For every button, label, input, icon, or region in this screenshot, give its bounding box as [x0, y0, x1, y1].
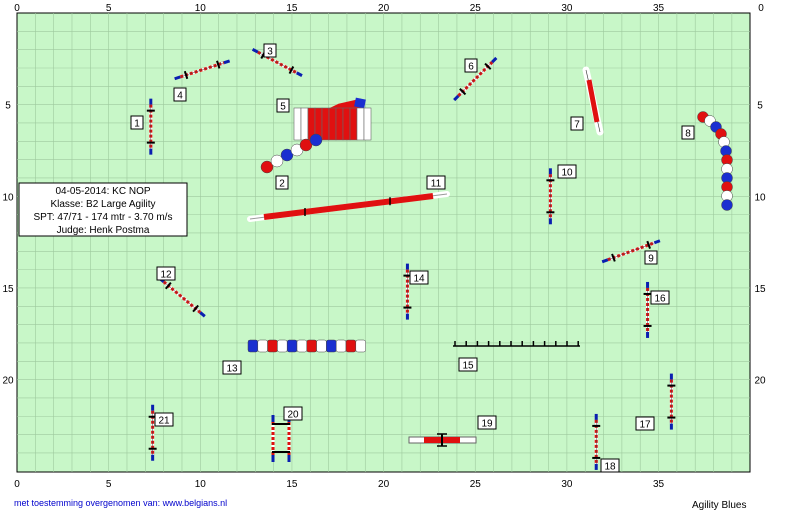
obstacle-label-13: 13 — [222, 360, 242, 375]
svg-text:17: 17 — [639, 420, 651, 431]
svg-text:1: 1 — [134, 119, 140, 130]
ruler-top-label: 10 — [195, 3, 207, 14]
obstacle-20-double-jump[interactable] — [271, 415, 291, 462]
obstacle-label-4: 4 — [173, 87, 187, 102]
ruler-right-label: 10 — [754, 192, 766, 203]
ruler-top-label: 15 — [286, 3, 298, 14]
ruler-bottom-label: 20 — [378, 479, 390, 490]
info-date-event: 04-05-2014: KC NOP — [55, 186, 150, 197]
obstacle-1-jump[interactable] — [146, 98, 155, 155]
chute-tunnel-body — [293, 107, 372, 141]
svg-text:5: 5 — [280, 102, 286, 113]
svg-text:18: 18 — [604, 462, 616, 473]
obstacle-label-5: 5 — [276, 98, 290, 113]
obstacle-label-16: 16 — [650, 290, 670, 305]
obstacle-label-17: 17 — [635, 416, 655, 431]
obstacle-label-9: 9 — [644, 250, 658, 265]
svg-text:3: 3 — [267, 47, 273, 58]
obstacle-label-12: 12 — [156, 266, 176, 281]
info-box: 04-05-2014: KC NOP Klasse: B2 Large Agil… — [18, 182, 188, 237]
ruler-bottom-label: 15 — [286, 479, 298, 490]
svg-text:7: 7 — [574, 120, 580, 131]
ruler-bottom-label: 35 — [653, 479, 665, 490]
obstacle-6-jump[interactable] — [453, 56, 498, 102]
obstacle-14-jump[interactable] — [403, 263, 412, 320]
obstacle-label-20: 20 — [283, 406, 303, 421]
obstacle-label-19: 19 — [477, 415, 497, 430]
svg-text:13: 13 — [226, 364, 238, 375]
obstacle-18-jump[interactable] — [592, 413, 601, 470]
obstacle-label-11: 11 — [426, 175, 446, 190]
obstacle-label-15: 15 — [458, 357, 478, 372]
svg-text:11: 11 — [431, 179, 442, 190]
obstacle-4-jump[interactable] — [174, 59, 231, 81]
obstacle-9-jump[interactable] — [601, 239, 661, 264]
svg-text:8: 8 — [685, 129, 691, 140]
obstacle-label-2: 2 — [275, 175, 289, 190]
field-grid — [17, 13, 750, 472]
svg-text:12: 12 — [160, 270, 172, 281]
obstacle-17-jump[interactable] — [667, 373, 676, 430]
ruler-right-label: 5 — [757, 101, 763, 112]
obstacle-7-long-jump[interactable] — [582, 66, 604, 136]
svg-text:2: 2 — [279, 179, 285, 190]
info-spt: SPT: 47/71 - 174 mtr - 3.70 m/s — [34, 212, 173, 223]
ruler-left-label: 15 — [2, 284, 14, 295]
ruler-left-label: 5 — [5, 101, 11, 112]
ruler-left-label: 20 — [2, 376, 14, 387]
svg-text:16: 16 — [654, 294, 666, 305]
obstacle-label-10: 10 — [557, 164, 577, 179]
ruler-right-label: 15 — [754, 284, 766, 295]
ruler-top-label: 0 — [758, 3, 764, 14]
jump-obstacles — [146, 48, 676, 470]
ruler-bottom-label: 30 — [561, 479, 573, 490]
svg-text:21: 21 — [158, 416, 170, 427]
svg-text:19: 19 — [481, 419, 493, 430]
obstacle-label-14: 14 — [409, 270, 429, 285]
credit-text: met toestemming overgenomen van: www.bel… — [14, 498, 228, 508]
obstacle-label-21: 21 — [154, 412, 174, 427]
svg-text:4: 4 — [177, 91, 183, 102]
ruler-top-label: 35 — [653, 3, 665, 14]
ruler-top-label: 20 — [378, 3, 390, 14]
ruler-bottom-label: 5 — [106, 479, 112, 490]
ruler-top-label: 5 — [106, 3, 112, 14]
obstacle-label-7: 7 — [570, 116, 584, 131]
svg-text:14: 14 — [413, 274, 425, 285]
ruler-left-label: 10 — [2, 192, 14, 203]
obstacle-11-dogwalk[interactable] — [247, 191, 450, 222]
obstacle-13-straight-tunnel[interactable] — [247, 339, 366, 353]
svg-text:6: 6 — [468, 62, 474, 73]
svg-text:10: 10 — [561, 168, 573, 179]
ruler-bottom-label: 0 — [14, 479, 20, 490]
svg-text:9: 9 — [648, 254, 654, 265]
obstacle-10-jump[interactable] — [546, 168, 555, 225]
obstacle-8-curved-tunnel[interactable] — [697, 111, 733, 211]
obstacle-label-8: 8 — [681, 125, 695, 140]
ruler-right-label: 20 — [754, 376, 766, 387]
obstacle-2-curved-tunnel[interactable] — [260, 133, 323, 174]
info-judge: Judge: Henk Postma — [57, 225, 150, 236]
svg-text:20: 20 — [287, 410, 299, 421]
obstacle-15-weave-poles[interactable] — [453, 341, 580, 347]
obstacle-label-6: 6 — [464, 58, 478, 73]
brand-text: Agility Blues — [692, 500, 747, 511]
dogwalk-slats — [304, 197, 391, 217]
obstacle-5-chute-tunnel[interactable] — [293, 97, 372, 141]
obstacle-label-3: 3 — [263, 43, 277, 58]
ruler-top-label: 0 — [14, 3, 20, 14]
obstacle-16-jump[interactable] — [643, 281, 652, 338]
svg-text:15: 15 — [462, 361, 474, 372]
ruler-bottom-label: 25 — [470, 479, 482, 490]
ruler-top-label: 25 — [470, 3, 482, 14]
obstacle-19-seesaw[interactable] — [408, 433, 477, 447]
obstacle-label-18: 18 — [600, 458, 620, 473]
ruler-bottom-label: 10 — [195, 479, 207, 490]
obstacle-label-1: 1 — [130, 115, 144, 130]
ruler-top-label: 30 — [561, 3, 573, 14]
info-class: Klasse: B2 Large Agility — [50, 199, 155, 210]
